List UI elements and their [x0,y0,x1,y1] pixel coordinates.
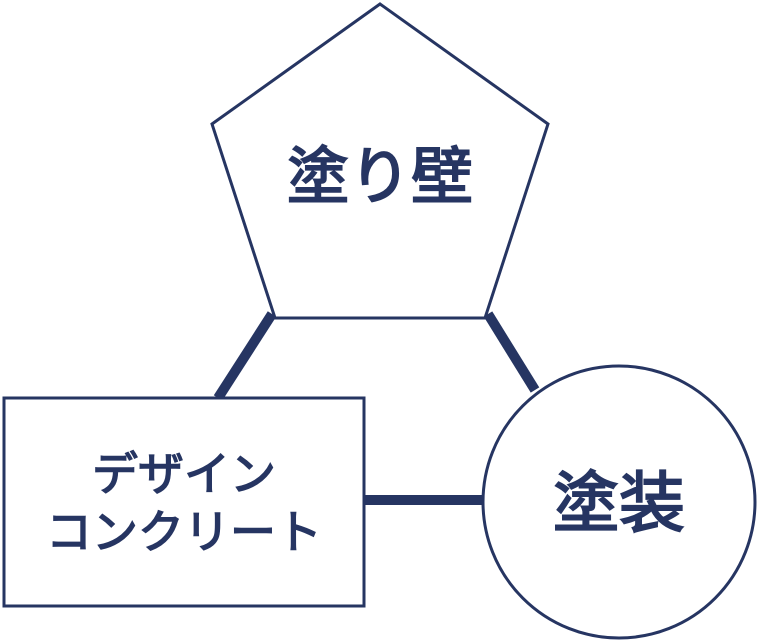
rectangle-label-line2: コンクリート [46,505,322,559]
circle-label: 塗装 [553,465,685,542]
rectangle-node [2,396,366,608]
pentagon-node [210,2,550,320]
connector-pentagon-rectangle [213,311,277,401]
connector-pentagon-circle [483,311,540,393]
circle-node [481,364,757,640]
pentagon-label: 塗り壁 [287,140,473,213]
rectangle-label-line1: デザイン [92,447,276,501]
